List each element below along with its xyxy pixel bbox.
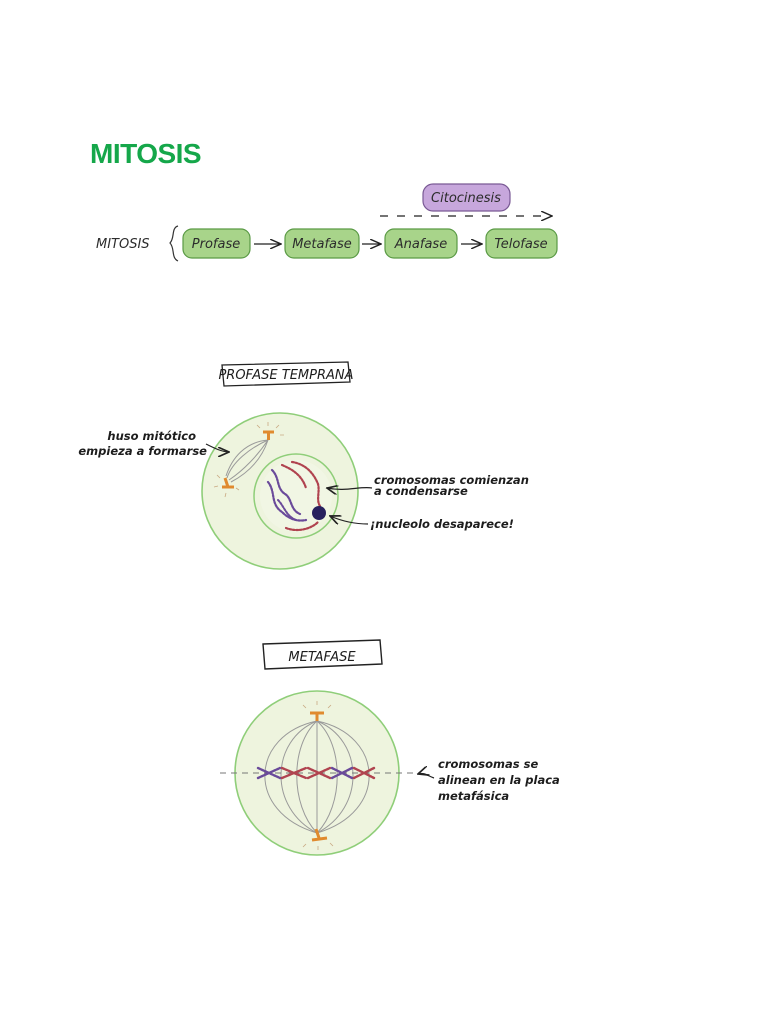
centrosome-rays: [213, 422, 284, 498]
svg-text:Anafase: Anafase: [394, 237, 447, 252]
chromosome-label-line1: cromosomas comienzan: [374, 473, 529, 487]
phase-pill-metafase: Metafase: [284, 228, 360, 259]
pointer-arrow: [327, 488, 373, 490]
centrosome-icon: [263, 430, 274, 440]
prophase-figure: PROFASE TEMPRANA: [78, 361, 529, 570]
chromosomes: [256, 766, 376, 780]
brace: [169, 225, 179, 262]
citocinesis-pill: [422, 183, 511, 212]
page-title: MITOSIS: [90, 138, 202, 169]
phase-pill-anafase: Anafase: [384, 228, 458, 259]
phase-flow: MITOSIS Citocinesis Profase Metafase Ana…: [96, 183, 558, 262]
metaphase-heading: METAFASE: [288, 650, 356, 665]
svg-text:Metafase: Metafase: [292, 237, 352, 252]
citocinesis-label: Citocinesis: [431, 191, 501, 206]
chromosomes: [266, 460, 322, 532]
centrosome-icon: [311, 828, 328, 842]
spindle-label-line1: huso mitótico: [107, 429, 196, 443]
plate-label-line3: metafásica: [438, 789, 509, 803]
plate-label-line2: alinean en la placa: [438, 773, 560, 787]
spindle: [225, 439, 269, 483]
nucleolus: [312, 506, 326, 520]
pointer-arrow: [418, 773, 435, 779]
svg-text:Profase: Profase: [192, 237, 240, 252]
nucleolus-label: ¡nucleolo desaparece!: [370, 517, 514, 531]
flow-root-label: MITOSIS: [96, 237, 150, 252]
centrosome-icon: [310, 711, 324, 721]
plate-label-line1: cromosomas se: [438, 757, 538, 771]
pointer-arrow: [205, 443, 229, 452]
prophase-heading-box: PROFASE TEMPRANA: [218, 361, 354, 387]
phase-pill-profase: Profase: [182, 228, 251, 259]
centrosome-rays: [302, 701, 334, 850]
prophase-heading: PROFASE TEMPRANA: [218, 368, 353, 383]
svg-text:Telofase: Telofase: [494, 237, 547, 252]
centrosome-icon: [222, 477, 234, 489]
chromosome-label-line2: a condensarse: [374, 484, 468, 498]
phase-pill-telofase: Telofase: [485, 228, 558, 259]
pointer-arrow: [330, 516, 369, 524]
metaphase-figure: METAFASE: [220, 639, 560, 856]
spindle-label-line2: empieza a formarse: [78, 444, 207, 458]
metaphase-heading-box: METAFASE: [262, 639, 383, 670]
